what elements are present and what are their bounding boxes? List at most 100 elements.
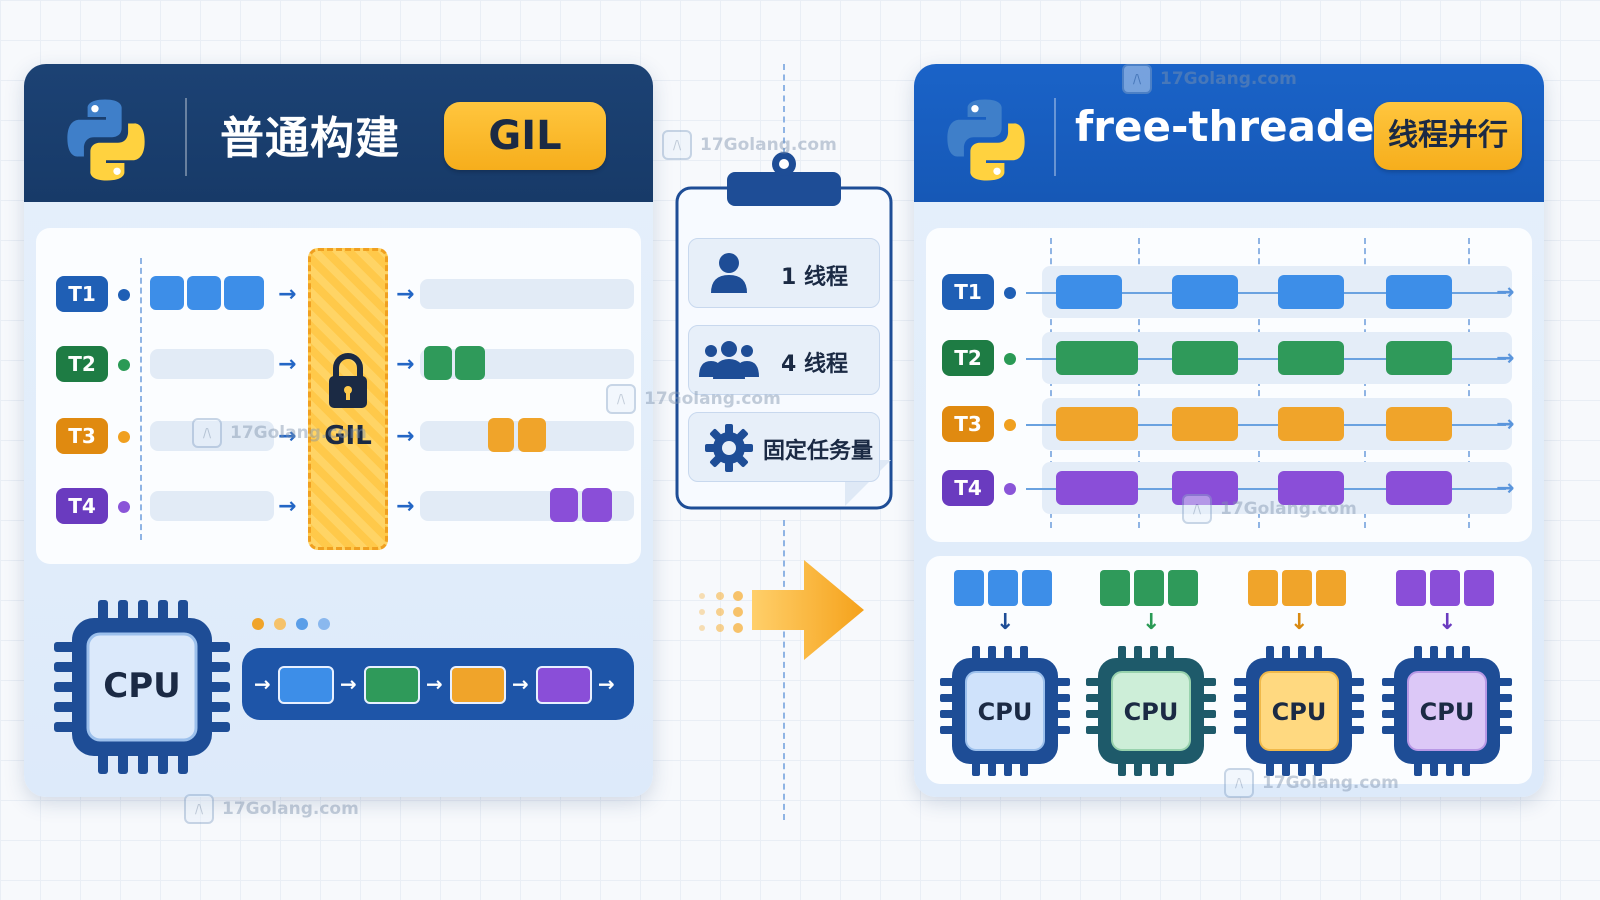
normal-build-panel: 普通构建 GIL T1 → → T2 → → T3 xyxy=(24,64,653,797)
watermark-logo-icon: /\ xyxy=(662,130,692,160)
thread-row-t3: T3 → xyxy=(942,398,1522,450)
arrow-icon: → xyxy=(396,494,415,519)
task-block xyxy=(1464,570,1494,606)
cpu-chip-icon xyxy=(1234,646,1364,776)
cpu-group: ↓ CPU xyxy=(1086,570,1216,780)
watermark-logo-icon: /\ xyxy=(1224,768,1254,798)
task-block xyxy=(1386,471,1452,505)
task-block xyxy=(450,666,506,704)
cpu-label: CPU xyxy=(1271,698,1327,726)
multi-cpu-card: ↓ CPU ↓ xyxy=(926,556,1532,784)
thread-row-t3: T3 → → xyxy=(56,418,636,458)
task-block xyxy=(1172,407,1238,441)
arrow-icon: → xyxy=(278,352,297,377)
condition-label: 1 线程 xyxy=(781,265,848,290)
task-block xyxy=(1386,275,1452,309)
python-logo-icon xyxy=(67,99,145,181)
thread-label: T3 xyxy=(56,418,108,454)
task-block xyxy=(1056,407,1138,441)
timeline-track xyxy=(420,349,634,379)
cpu-chip-icon xyxy=(1382,646,1512,776)
watermark-logo-icon: /\ xyxy=(1182,494,1212,524)
timeline-track xyxy=(150,349,274,379)
task-block xyxy=(1278,407,1344,441)
thread-row-t4: T4 → xyxy=(942,462,1522,514)
thread-row-t2: T2 → xyxy=(942,332,1522,384)
thread-label: T1 xyxy=(942,274,994,310)
watermark: /\17Golang.com xyxy=(1224,768,1399,798)
arrow-icon: → xyxy=(1496,280,1515,305)
python-logo-icon xyxy=(947,99,1025,181)
down-arrow-icon: ↓ xyxy=(1290,610,1309,635)
watermark: /\ 17Golang.com xyxy=(662,130,837,160)
dot xyxy=(252,618,264,630)
watermark: /\17Golang.com xyxy=(1122,64,1297,94)
arrow-icon: → xyxy=(396,352,415,377)
watermark: /\ 17Golang.com xyxy=(1182,494,1357,524)
test-conditions-clipboard: 1 线程 4 线程 固定任务量 xyxy=(675,150,893,510)
task-block xyxy=(1056,341,1138,375)
panel-title: free-threaded xyxy=(1075,102,1405,151)
task-block xyxy=(582,488,612,522)
task-block xyxy=(424,346,452,380)
watermark-text: 17Golang.com xyxy=(644,389,781,409)
center-divider xyxy=(783,520,785,820)
task-block xyxy=(1022,570,1052,606)
group-icon xyxy=(699,341,759,379)
watermark-text: 17Golang.com xyxy=(222,799,359,819)
watermark: /\17Golang.com xyxy=(184,794,359,824)
arrow-icon: → xyxy=(278,494,297,519)
task-block xyxy=(1056,471,1138,505)
header-divider xyxy=(185,98,187,176)
thread-dot xyxy=(118,431,130,443)
thread-row-t1: T1 → xyxy=(942,266,1522,318)
task-block xyxy=(954,570,984,606)
cpu-label: CPU xyxy=(103,666,181,706)
task-block xyxy=(224,276,264,310)
watermark-logo-icon: /\ xyxy=(606,384,636,414)
task-block xyxy=(518,418,546,452)
thread-dot xyxy=(118,501,130,513)
task-block xyxy=(488,418,514,452)
dot xyxy=(274,618,286,630)
task-block xyxy=(1282,570,1312,606)
watermark-text: 17Golang.com xyxy=(1220,499,1357,519)
task-block xyxy=(550,488,578,522)
dot xyxy=(296,618,308,630)
gil-badge: GIL xyxy=(444,102,606,170)
serial-pipeline: → → → → → xyxy=(242,648,634,720)
task-block xyxy=(1056,275,1122,309)
arrow-icon: → xyxy=(426,672,443,696)
task-block xyxy=(988,570,1018,606)
status-dots xyxy=(252,618,332,632)
transition-arrow-icon xyxy=(699,560,864,660)
task-block xyxy=(1172,275,1238,309)
down-arrow-icon: ↓ xyxy=(1438,610,1457,635)
task-block xyxy=(278,666,334,704)
task-block xyxy=(1278,275,1344,309)
cpu-label: CPU xyxy=(977,698,1033,726)
connector-line xyxy=(1026,424,1506,426)
arrow-icon: → xyxy=(396,282,415,307)
watermark: /\ 17Golang.com xyxy=(606,384,781,414)
parallel-timeline-card: T1 → T2 → T3 xyxy=(926,228,1532,542)
condition-item: 1 线程 xyxy=(688,238,880,308)
thread-row-t1: T1 → → xyxy=(56,276,636,316)
task-block xyxy=(364,666,420,704)
cpu-chip-icon xyxy=(940,646,1070,776)
arrow-icon: → xyxy=(598,672,615,696)
watermark-text: 17Golang.com xyxy=(700,135,837,155)
cpu-group: ↓ CPU xyxy=(940,570,1070,780)
task-block xyxy=(1134,570,1164,606)
task-block xyxy=(1172,341,1238,375)
cpu-label: CPU xyxy=(1419,698,1475,726)
thread-dot xyxy=(118,359,130,371)
cpu-chip-icon xyxy=(54,600,230,774)
thread-label: T3 xyxy=(942,406,994,442)
arrow-icon: → xyxy=(396,424,415,449)
timeline-track xyxy=(150,491,274,521)
task-block xyxy=(1168,570,1198,606)
arrow-icon: → xyxy=(278,424,297,449)
timeline-track xyxy=(150,421,274,451)
parallel-badge: 线程并行 xyxy=(1374,102,1522,170)
